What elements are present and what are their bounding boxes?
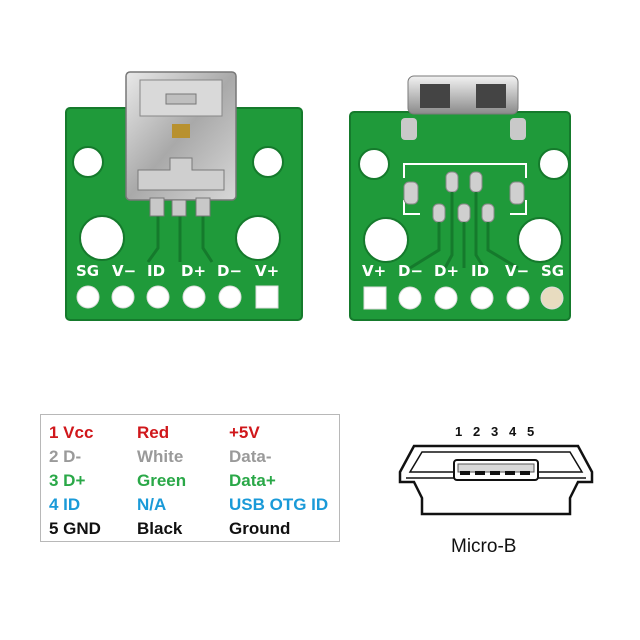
pcb-pin-label: ID <box>147 262 166 280</box>
pcb-pin-label: V+ <box>255 262 280 280</box>
pcb-pin-label: V+ <box>362 262 387 280</box>
pcb-pin-label: SG <box>541 262 565 280</box>
pinout-row: 1 Vcc Red +5V <box>49 423 339 447</box>
pcb-pin-label: D+ <box>434 262 460 280</box>
pinout-row: 2 D- White Data- <box>49 447 339 471</box>
pcb-pin-label: D− <box>217 262 243 280</box>
pinout-row: 4 ID N/A USB OTG ID <box>49 495 339 519</box>
wire-color: Green <box>137 471 187 490</box>
wire-color: Black <box>137 519 183 538</box>
connector-caption: Micro-B <box>451 536 517 557</box>
micro-usb-board <box>349 75 571 321</box>
connector-pin-number: 5 <box>527 424 535 439</box>
pinout-row: 5 GND Black Ground <box>49 519 339 543</box>
signal-name: USB OTG ID <box>229 495 329 514</box>
wire-color: Red <box>137 423 170 442</box>
mounting-hole <box>79 215 125 261</box>
pad-row <box>76 285 279 309</box>
connector-pin-number: 1 <box>455 424 463 439</box>
mini-usb-board <box>65 71 303 321</box>
connector-pin-number: 4 <box>509 424 517 439</box>
mounting-hole <box>72 146 104 178</box>
pcb-pin-label: V− <box>505 262 530 280</box>
pin-name: 3 D+ <box>49 471 86 490</box>
pinout-table: 1 Vcc Red +5V 2 D- White Data- 3 D+ Gree… <box>40 414 340 542</box>
pin-name: 2 D- <box>49 447 82 466</box>
mounting-hole <box>538 148 570 180</box>
pad-row <box>363 286 564 310</box>
pin-name: 5 GND <box>49 519 101 538</box>
pin-name: 1 Vcc <box>49 423 94 442</box>
product-photo <box>65 71 571 321</box>
mounting-hole <box>363 217 409 263</box>
wire-color: N/A <box>137 495 167 514</box>
signal-name: Data- <box>229 447 272 466</box>
wire-color: White <box>137 447 184 466</box>
signal-name: +5V <box>229 423 260 442</box>
pcb-pin-label: D− <box>398 262 424 280</box>
pcb-pin-label: D+ <box>181 262 207 280</box>
mounting-hole <box>517 217 563 263</box>
mounting-hole <box>235 215 281 261</box>
pcb-pin-label: V− <box>112 262 137 280</box>
signal-name: Data+ <box>229 471 276 490</box>
mounting-hole <box>252 146 284 178</box>
connector-pin-number: 3 <box>491 424 499 439</box>
micro-b-connector-diagram <box>398 444 594 516</box>
signal-name: Ground <box>229 519 291 538</box>
pinout-row: 3 D+ Green Data+ <box>49 471 339 495</box>
mounting-hole <box>358 148 390 180</box>
pcb-pin-label: ID <box>471 262 490 280</box>
connector-pin-number: 2 <box>473 424 481 439</box>
pin-name: 4 ID <box>49 495 81 514</box>
pcb-pin-label: SG <box>76 262 100 280</box>
